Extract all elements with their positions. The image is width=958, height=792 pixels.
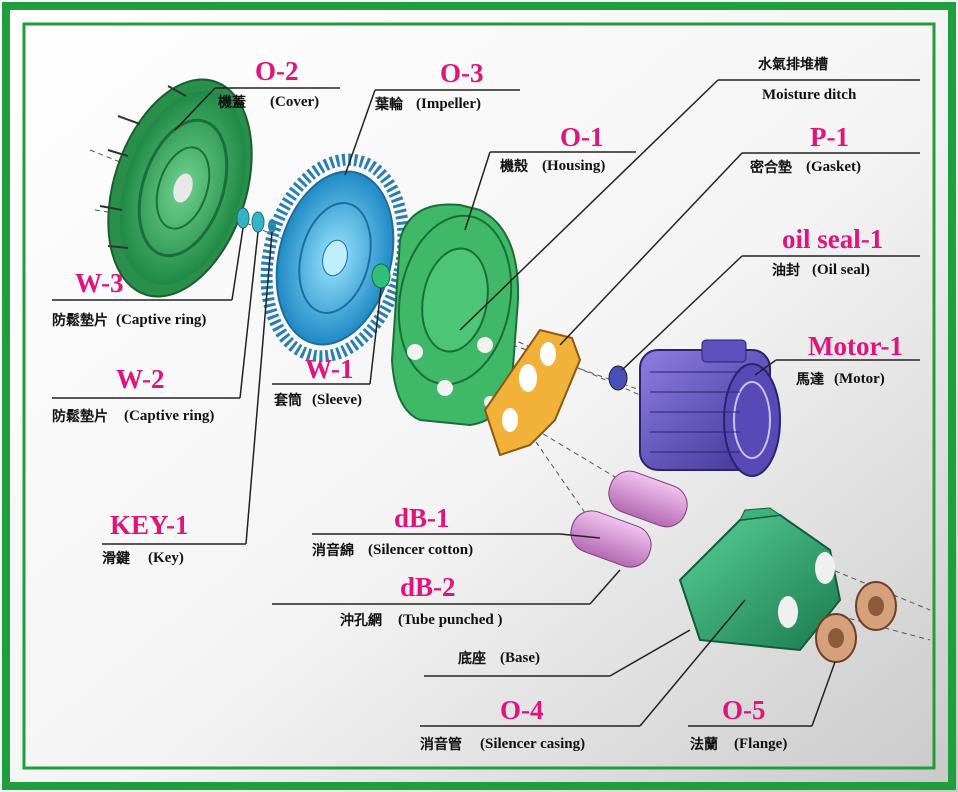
part-desc-zh-oilseal: 油封 <box>772 263 800 279</box>
gasket-hole <box>519 364 537 392</box>
part-code-o2: O-2 <box>255 56 299 86</box>
part-code-w1: W-1 <box>305 354 354 384</box>
part-desc-zh-base: 底座 <box>458 651 486 667</box>
part-desc-en-moisture: Moisture ditch <box>762 87 857 103</box>
part-desc-en-db2: (Tube punched ) <box>398 612 503 628</box>
motor-part <box>639 339 781 477</box>
gasket-hole <box>540 342 556 366</box>
part-desc-en-o2: (Cover) <box>270 94 320 110</box>
part-desc-zh-p1: 密合墊 <box>750 160 792 176</box>
part-desc-en-w1: (Sleeve) <box>312 392 362 408</box>
leader-lines <box>52 79 920 727</box>
part-desc-zh-w3: 防鬆墊片 <box>52 313 108 329</box>
part-code-o5: O-5 <box>722 695 766 725</box>
gasket-hole <box>502 408 518 432</box>
part-desc-zh-o2: 機蓋 <box>218 95 246 111</box>
housing-part <box>390 203 520 427</box>
silencer-cotton-part <box>570 470 688 568</box>
part-code-w2: W-2 <box>116 364 165 394</box>
part-code-o4: O-4 <box>500 695 544 725</box>
part-desc-en-db1: (Silencer cotton) <box>368 542 474 558</box>
captive-ring-w2 <box>251 211 265 233</box>
oil-seal-part <box>608 365 628 391</box>
part-desc-zh-w2: 防鬆墊片 <box>52 409 108 425</box>
part-desc-en-w2: (Captive ring) <box>124 408 215 424</box>
part-desc-en-motor: (Motor) <box>834 371 885 387</box>
silencer-casing-part <box>678 507 842 652</box>
part-code-oilseal: oil seal-1 <box>782 224 884 254</box>
part-desc-zh-o3: 葉輪 <box>375 97 403 113</box>
part-desc-zh-o5: 法蘭 <box>690 737 718 753</box>
cover-bolts <box>99 85 187 249</box>
inner-frame <box>22 22 936 770</box>
part-desc-zh-o4: 消音管 <box>420 737 462 753</box>
part-desc-en-p1: (Gasket) <box>806 159 861 175</box>
part-desc-en-base: (Base) <box>500 650 540 666</box>
part-desc-en-o5: (Flange) <box>734 736 788 752</box>
part-desc-zh-db1: 消音綿 <box>312 543 354 559</box>
part-desc-en-o3: (Impeller) <box>416 96 481 112</box>
part-code-db1: dB-1 <box>394 503 450 533</box>
part-desc-zh-db2: 沖孔網 <box>340 613 382 629</box>
part-desc-zh-w1: 套筒 <box>274 393 302 409</box>
part-code-p1: P-1 <box>810 122 849 152</box>
part-code-motor: Motor-1 <box>808 331 903 361</box>
part-desc-zh-motor: 馬達 <box>796 372 824 388</box>
part-desc-zh-key1: 滑鍵 <box>102 551 130 567</box>
captive-ring-w3 <box>236 207 250 229</box>
part-code-o3: O-3 <box>440 58 484 88</box>
part-code-o1: O-1 <box>560 122 604 152</box>
sleeve-part <box>371 263 391 289</box>
part-desc-en-o4: (Silencer casing) <box>480 736 586 752</box>
part-desc-zh-moisture: 水氣排堆槽 <box>758 57 828 73</box>
part-desc-en-o1: (Housing) <box>542 158 606 174</box>
part-desc-en-oilseal: (Oil seal) <box>812 262 870 278</box>
part-desc-en-w3: (Captive ring) <box>116 312 207 328</box>
part-desc-zh-o1: 機殼 <box>500 159 528 175</box>
part-desc-en-key1: (Key) <box>148 550 184 566</box>
part-code-w3: W-3 <box>75 268 124 298</box>
part-code-db2: dB-2 <box>400 572 456 602</box>
part-code-key1: KEY-1 <box>110 510 189 540</box>
